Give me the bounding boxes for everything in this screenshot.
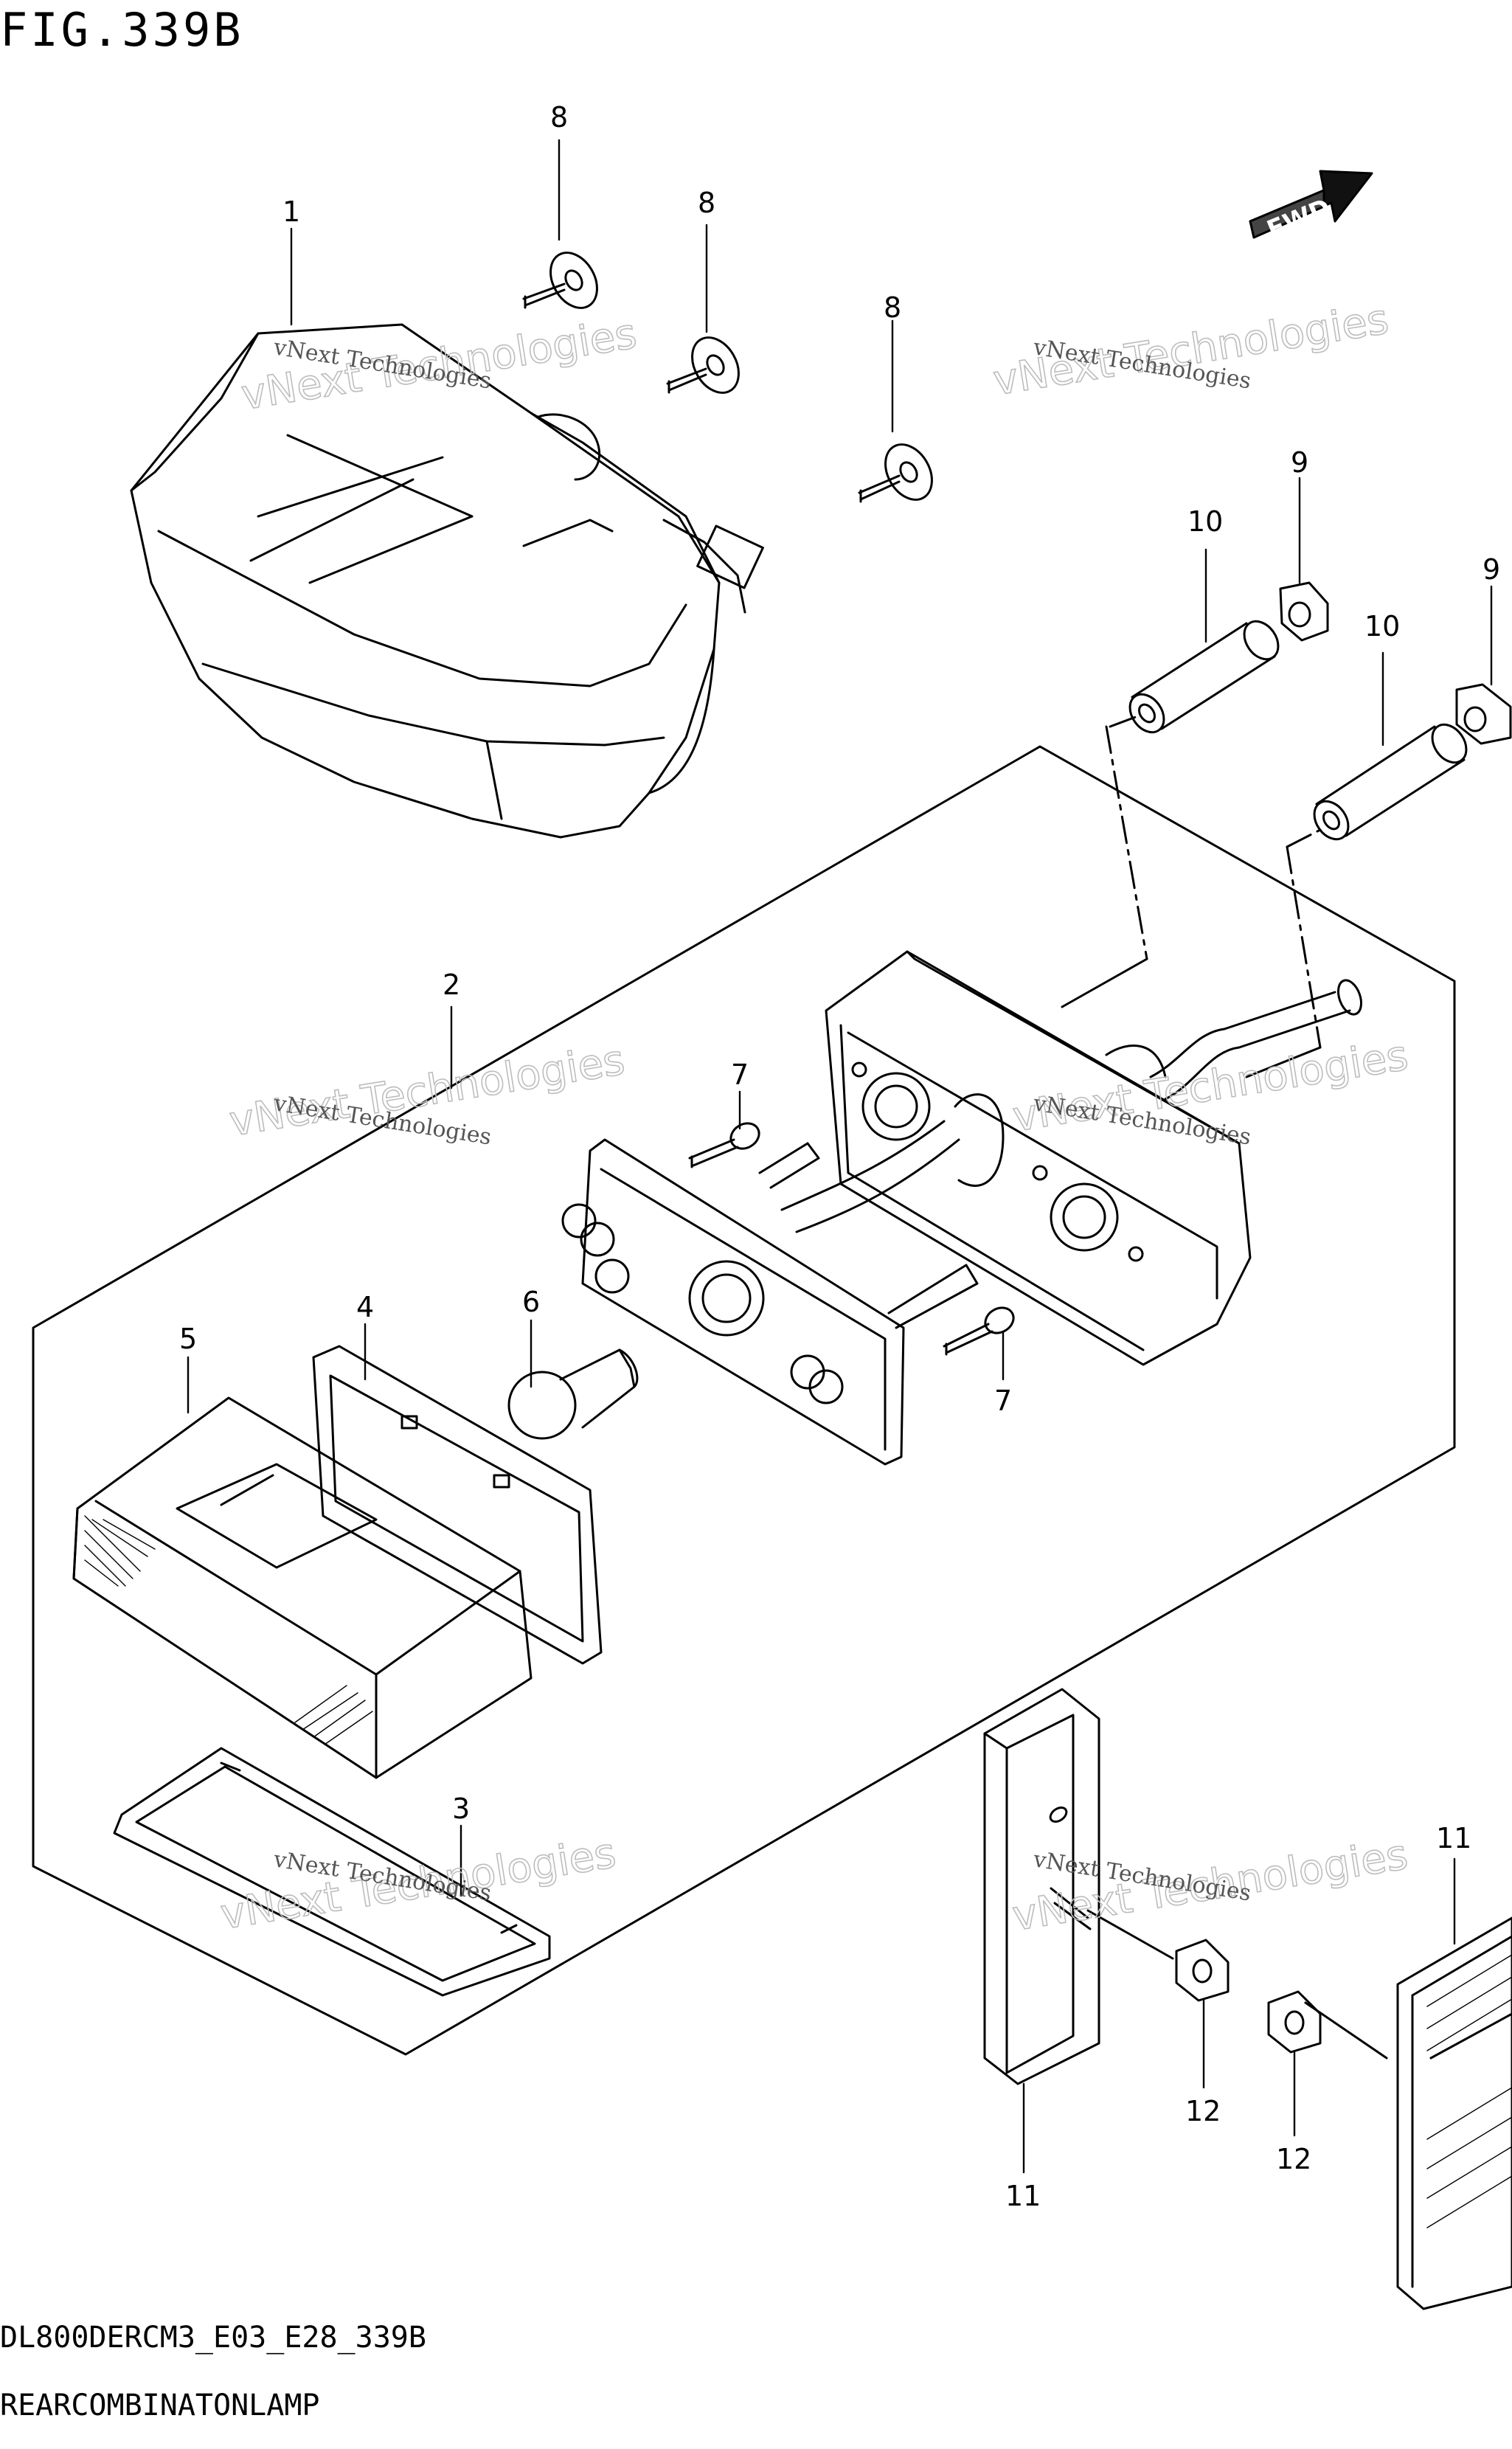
watermarks: vNext Technologies vNext Technologies vN… [217,295,1412,1941]
assembly-guide-lines [1105,714,1322,1049]
spacer-collar-1 [1128,620,1280,734]
callout-6: 6 [522,1286,540,1318]
nut-12-left [1175,1939,1230,2002]
watermarks-small: vNext Technologies vNext Technologies vN… [271,334,1253,1906]
reflector-left [983,1688,1174,2085]
lamp-base-unit [825,950,1363,1366]
callout-12-right: 12 [1276,2143,1311,2175]
leader-lines [187,139,1493,2174]
socket-plate [561,1120,979,1466]
assembly-outline [32,745,1456,2056]
screw-upper [688,1122,760,1168]
callout-labels: 1 2 3 4 5 6 7 7 8 8 8 9 9 10 10 11 11 12… [179,101,1500,2212]
callout-9-a: 9 [1291,446,1308,479]
callout-4: 4 [356,1291,374,1323]
license-lens-plate [113,1747,551,1997]
callout-9-b: 9 [1482,553,1500,586]
callout-5: 5 [179,1323,197,1355]
fwd-arrow-badge [1249,170,1373,239]
callout-12-left: 12 [1185,2095,1221,2127]
callout-1: 1 [282,195,300,228]
nut-top [1279,581,1329,642]
callout-8-b: 8 [698,187,715,219]
callout-11-right: 11 [1436,1822,1471,1854]
callout-11-left: 11 [1005,2180,1041,2212]
lens [72,1396,533,1779]
figure-title: FIG.339B [0,3,244,57]
model-code: DL800DERCM3_E03_E28_339B [0,2321,426,2355]
bulb [507,1348,639,1440]
figure-caption: REARCOMBINATONLAMP [0,2389,320,2422]
callout-7-lower: 7 [994,1385,1012,1417]
callout-8-c: 8 [884,291,901,324]
tail-lamp-housing [130,323,764,839]
callout-7-upper: 7 [731,1059,749,1091]
screw-lower [943,1306,1015,1356]
spacer-collar-2 [1313,723,1468,841]
nut-12-right [1267,1990,1322,2054]
callout-3: 3 [452,1792,470,1825]
screw-washer-2 [666,336,740,394]
callout-10-a: 10 [1187,505,1223,538]
screw-washer-3 [858,443,933,503]
reflector-right [1304,1916,1512,2310]
callout-2: 2 [443,969,460,1001]
callout-10-b: 10 [1364,610,1400,642]
callout-8-a: 8 [550,101,568,134]
nut-right [1455,683,1512,745]
screw-washer-1 [522,252,598,309]
